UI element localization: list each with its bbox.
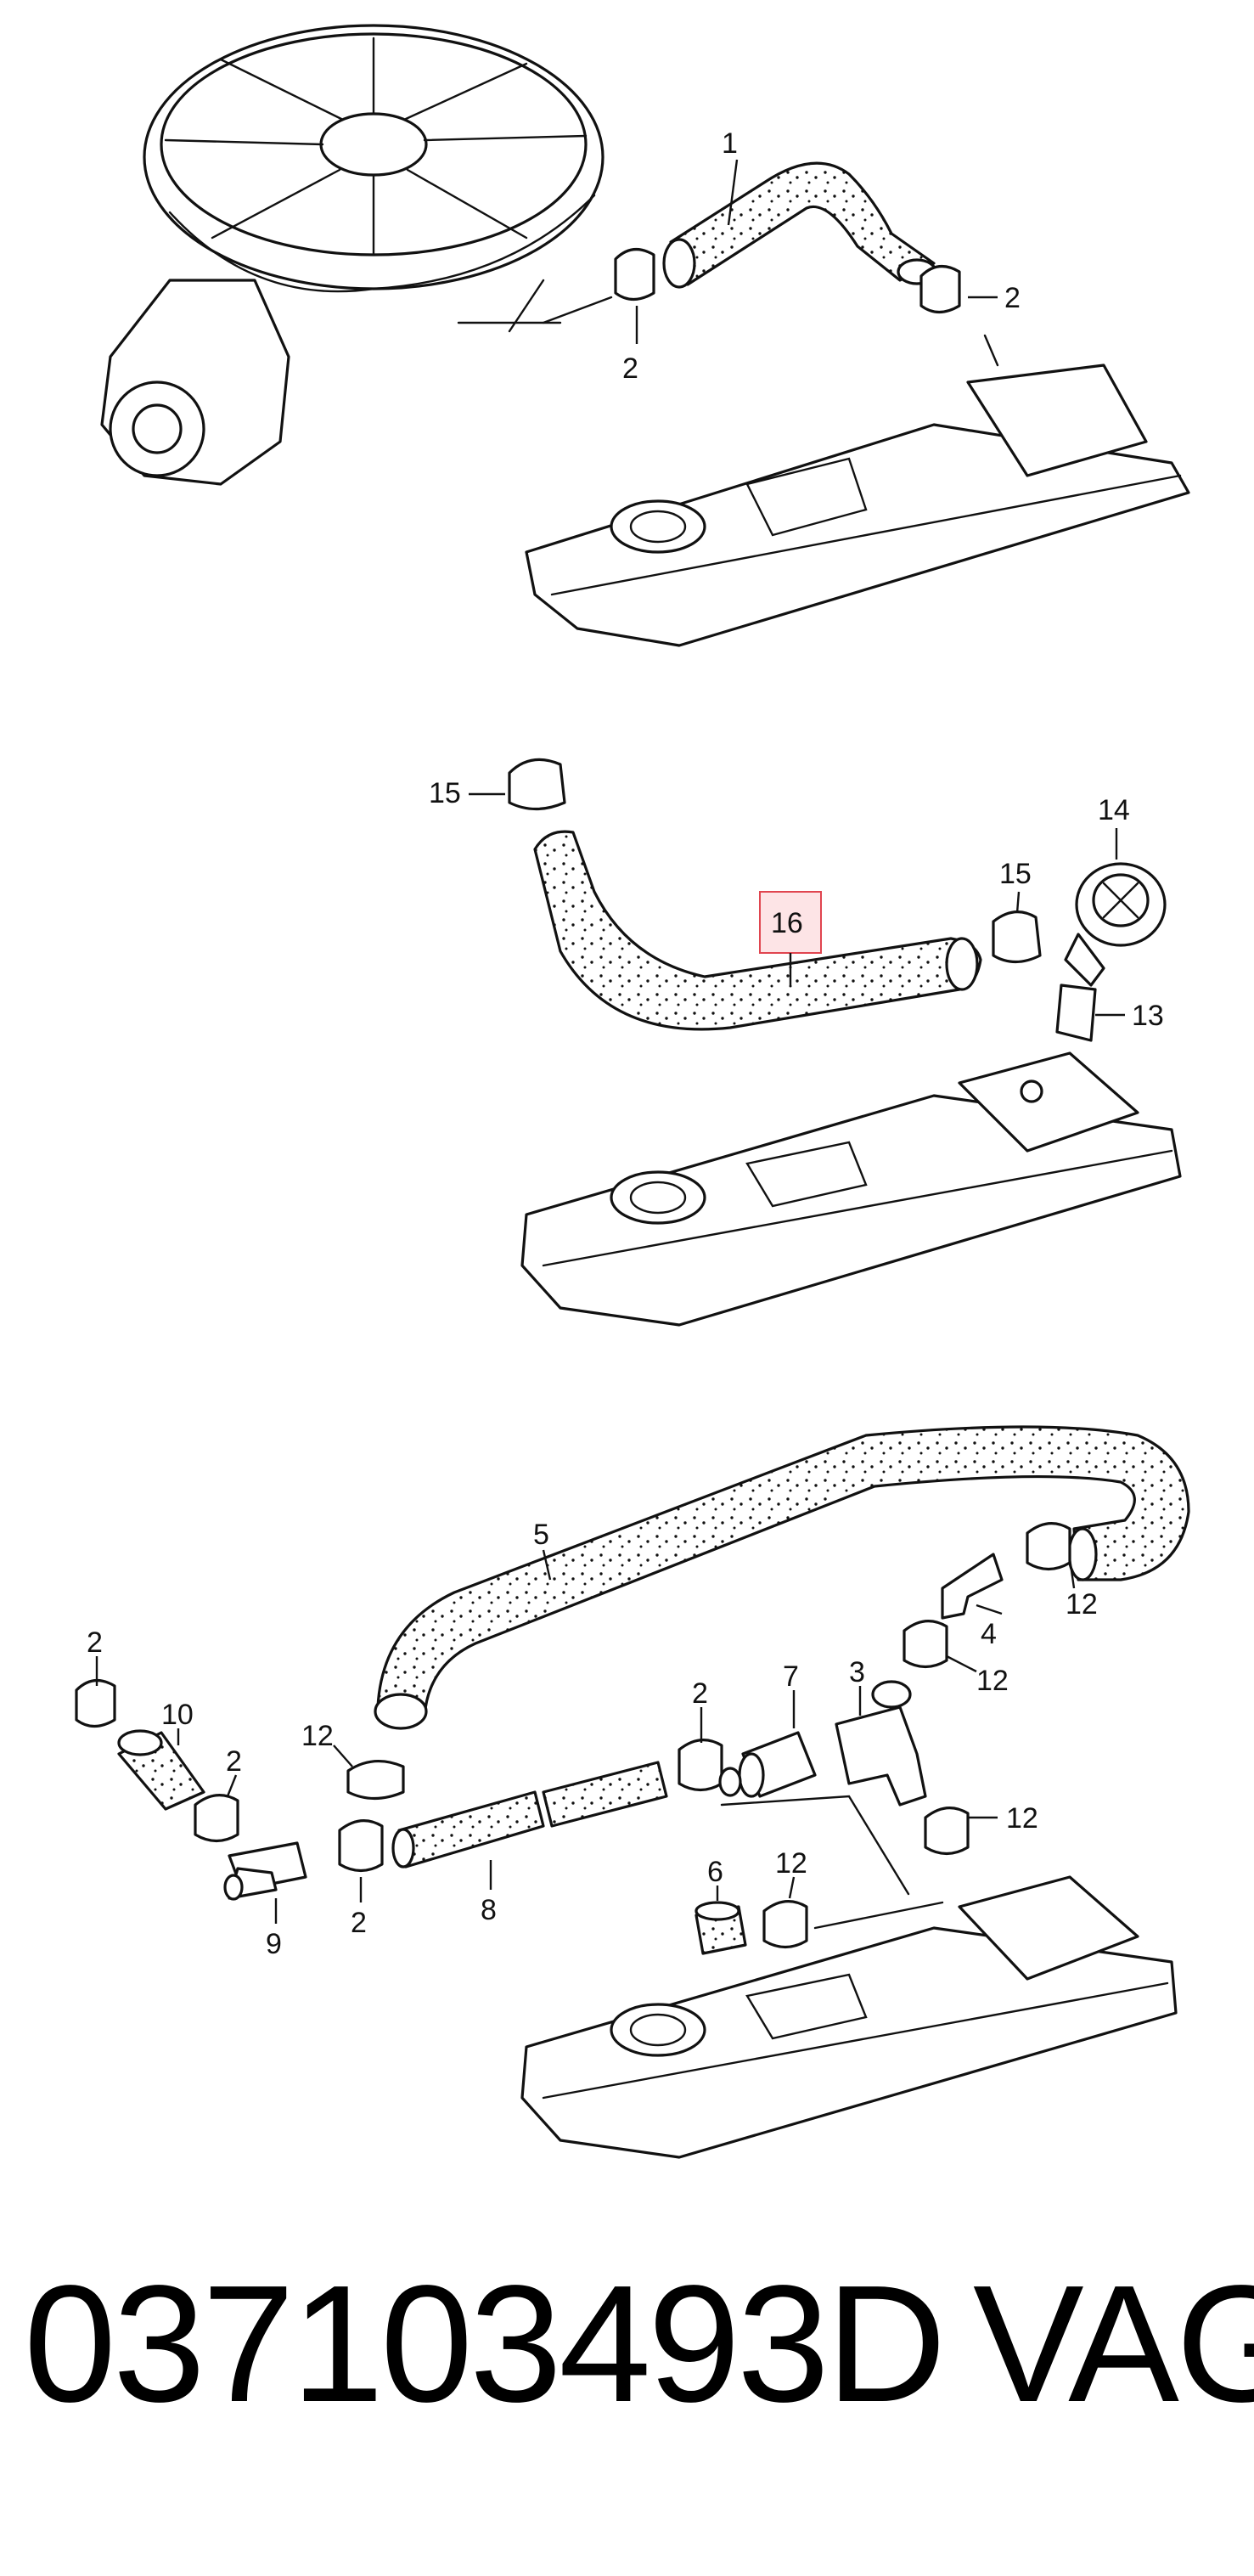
callout-2: 2 <box>351 1907 367 1939</box>
air-filter-housing <box>100 24 605 486</box>
valve-cover-1 <box>525 364 1190 647</box>
breather-hose-1 <box>662 161 937 289</box>
callout-9: 9 <box>266 1928 282 1960</box>
callout-8: 8 <box>481 1894 497 1926</box>
hose-clamp <box>508 758 1042 964</box>
pressure-regulating-valve <box>1064 862 1167 987</box>
valve-cover-3 <box>520 1875 1178 2159</box>
valve-cover-2 <box>520 1051 1182 1327</box>
callout-14: 14 <box>1098 794 1130 826</box>
check-valve-7 <box>718 1731 817 1798</box>
footer: 037103493D VAG <box>24 2251 1254 2438</box>
callout-5: 5 <box>533 1519 549 1551</box>
callout-16-highlight <box>759 891 822 954</box>
callout-12: 12 <box>1066 1588 1098 1621</box>
brand-name: VAG <box>973 2251 1254 2437</box>
hose-6 <box>694 1901 747 1955</box>
hose-10 <box>117 1729 205 1811</box>
callout-10: 10 <box>161 1699 194 1731</box>
callout-3: 3 <box>849 1656 865 1688</box>
callout-13: 13 <box>1132 1000 1164 1032</box>
part-number: 037103493D <box>24 2251 947 2437</box>
callout-15: 15 <box>999 858 1032 890</box>
callout-2: 2 <box>692 1677 708 1710</box>
callout-12: 12 <box>301 1720 334 1752</box>
tee-connector-9 <box>223 1841 307 1901</box>
callout-12: 12 <box>976 1665 1009 1697</box>
callout-15: 15 <box>429 777 461 809</box>
breather-hose-16 <box>533 830 982 1031</box>
hose-clamp <box>614 248 961 314</box>
callout-4: 4 <box>981 1618 997 1650</box>
callout-1: 1 <box>722 127 738 160</box>
callout-2: 2 <box>87 1626 103 1659</box>
tee-piece-3 <box>835 1680 927 1807</box>
breather-hose-5 <box>374 1425 1190 1730</box>
callout-6: 6 <box>707 1856 723 1888</box>
hose-clamp <box>75 1522 1071 1949</box>
connector-13 <box>1055 984 1097 1042</box>
callout-2: 2 <box>1004 282 1021 314</box>
callout-7: 7 <box>783 1660 799 1693</box>
elbow-connector-4 <box>941 1553 1004 1620</box>
callout-2: 2 <box>226 1745 242 1778</box>
hose-8 <box>391 1761 668 1869</box>
callout-12: 12 <box>775 1847 807 1880</box>
callout-12: 12 <box>1006 1802 1038 1835</box>
callout-2: 2 <box>622 352 638 385</box>
callout-16: 16 <box>771 907 803 939</box>
